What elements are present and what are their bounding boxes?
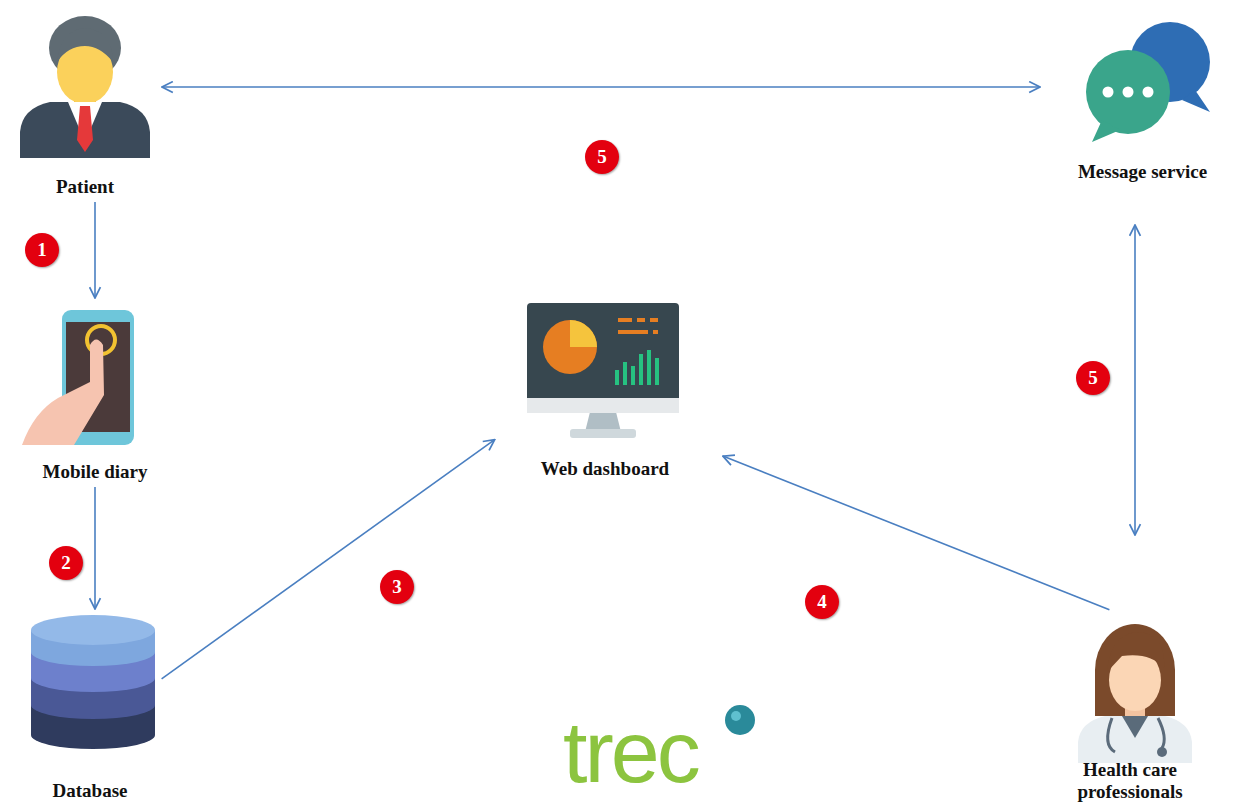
icon-node: Database <box>20 612 160 802</box>
callout-number: 4 <box>805 585 839 619</box>
monitor-icon-part <box>570 320 597 347</box>
monitor-icon-part <box>618 318 632 322</box>
doctor-icon-part <box>1107 632 1164 672</box>
callout-number: 2 <box>49 546 83 580</box>
monitor-icon-part <box>647 350 651 385</box>
doctor-icon-part <box>1157 747 1167 757</box>
logo-mark-part <box>731 711 741 721</box>
monitor-icon-part <box>618 330 648 334</box>
doctor-icon-part <box>1122 716 1148 738</box>
logo-mark <box>725 705 755 735</box>
node-label: Message service <box>1078 161 1207 183</box>
callout-number: 1 <box>25 233 59 267</box>
chat-icon-part <box>1143 87 1154 98</box>
monitor-icon-part <box>570 429 636 438</box>
doctor-icon <box>1078 624 1192 763</box>
monitor-icon-part <box>543 320 597 374</box>
callout-number: 5 <box>585 140 619 174</box>
patient-icon <box>20 16 150 158</box>
patient-icon-part <box>77 106 93 152</box>
flow-arrow <box>94 202 96 298</box>
icon-node: Patient <box>10 2 160 198</box>
doctor-icon-part <box>1078 716 1192 763</box>
monitor-icon-part <box>637 318 645 322</box>
icon-node: Message service <box>1050 15 1235 183</box>
callout-number: 3 <box>380 570 414 604</box>
monitor-icon-part <box>527 398 679 413</box>
node-label: Mobile diary <box>42 461 147 483</box>
doctor-icon-part <box>1108 718 1165 752</box>
monitor-icon-part <box>615 370 619 385</box>
patient-icon-part <box>20 102 150 158</box>
icon-node: Mobile diary <box>15 305 175 483</box>
logo-text: trec <box>563 708 698 796</box>
node-label: Database <box>53 780 128 802</box>
flow-arrow <box>162 86 1040 88</box>
monitor-icon-part <box>639 354 643 385</box>
patient-icon-part <box>57 28 113 62</box>
monitor-icon <box>527 303 679 438</box>
icon-node: Web dashboard <box>515 298 695 480</box>
monitor-icon-part <box>650 318 658 322</box>
chat-icon <box>1086 22 1210 142</box>
monitor-icon-part <box>655 358 659 385</box>
doctor-icon-part <box>1095 624 1175 716</box>
icon-node: Health care professionals <box>1046 612 1214 803</box>
node-label: Patient <box>56 176 114 198</box>
chat-icon-part <box>1182 90 1210 112</box>
chat-icon-part <box>1086 50 1170 134</box>
phone-icon-part <box>22 340 104 446</box>
monitor-icon-part <box>623 362 627 385</box>
chat-icon-part <box>1123 87 1134 98</box>
monitor-icon-part <box>653 330 658 334</box>
chat-icon-part <box>1103 87 1114 98</box>
phone-icon <box>22 310 134 445</box>
monitor-icon-part <box>527 303 679 413</box>
chat-icon-part <box>1092 120 1120 142</box>
database-icon-part <box>31 615 155 645</box>
logo-mark-part <box>725 705 755 735</box>
monitor-icon-part <box>631 366 635 385</box>
flow-arrow <box>162 440 495 679</box>
database-icon <box>31 615 155 749</box>
flow-arrow <box>723 456 1110 610</box>
flow-arrow <box>1134 225 1136 535</box>
callout-number: 5 <box>1076 361 1110 395</box>
node-label: Web dashboard <box>541 458 669 480</box>
node-label: Health care professionals <box>1046 759 1214 803</box>
flow-arrow <box>94 487 96 609</box>
